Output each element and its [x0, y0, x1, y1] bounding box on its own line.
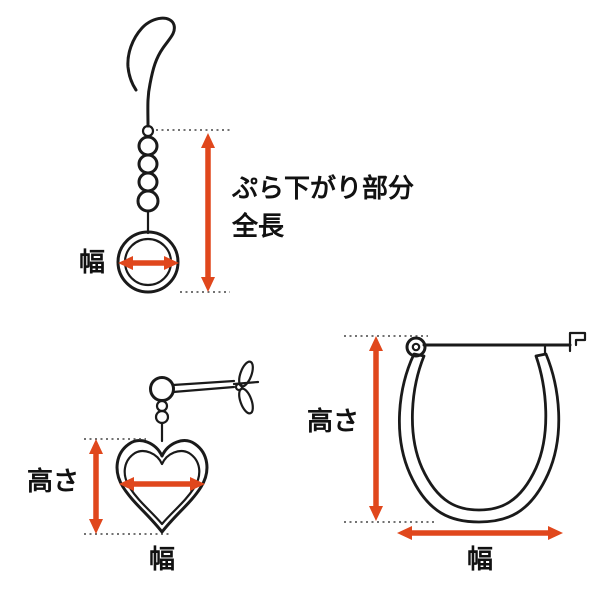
hoop-height-label: 高さ — [307, 406, 359, 437]
hoop-height-arrow — [369, 336, 383, 521]
heart-charm-outer — [115, 439, 209, 534]
arrowhead-up-icon — [369, 336, 383, 351]
dangle-length-label-line1: ぷら下がり部分 — [231, 173, 414, 204]
arrowhead-up-icon — [89, 439, 103, 454]
hoop-width-label: 幅 — [467, 545, 493, 575]
hoop-earring-figure: 高さ 幅 — [307, 331, 587, 575]
heart-height-label: 高さ — [27, 466, 79, 497]
bead-icon — [155, 399, 169, 413]
ring-width-arrow — [118, 256, 179, 270]
arrowhead-left-icon — [119, 477, 134, 491]
ear-post — [171, 379, 236, 387]
arrowhead-left-icon — [118, 256, 133, 270]
dangle-length-arrow — [201, 133, 215, 292]
hoop-body — [398, 352, 561, 524]
clutch-wing — [238, 387, 254, 415]
bead-icon — [137, 153, 159, 175]
hinge — [405, 336, 427, 358]
stud-ball — [149, 376, 175, 402]
bead-icon — [137, 135, 159, 157]
arrowhead-right-icon — [548, 526, 563, 540]
latch-clasp — [568, 331, 587, 353]
bead-icon — [136, 189, 160, 213]
arrowhead-down-icon — [89, 519, 103, 534]
heart-height-arrow — [89, 439, 103, 534]
arrowhead-up-icon — [201, 133, 215, 148]
hoop-width-arrow — [397, 526, 563, 540]
heart-width-label: 幅 — [149, 545, 175, 575]
bead-icon — [137, 171, 159, 193]
ring-charm-outer — [116, 230, 180, 294]
ring-width-label: 幅 — [79, 248, 105, 278]
arrowhead-right-icon — [164, 256, 179, 270]
arrowhead-left-icon — [397, 526, 412, 540]
ear-post — [171, 385, 236, 394]
butterfly-clutch — [234, 360, 254, 415]
arrowhead-right-icon — [190, 477, 205, 491]
hinge-hole — [411, 342, 421, 352]
arrowhead-down-icon — [201, 277, 215, 292]
bead-icon — [154, 409, 170, 425]
hook-earring-figure: 幅 ぷら下がり部分 全長 — [79, 16, 414, 294]
french-hook-wire — [126, 16, 176, 128]
heart-width-arrow — [119, 477, 205, 491]
heart-charm-inner — [123, 449, 201, 526]
arrowhead-down-icon — [369, 506, 383, 521]
clutch-center — [234, 382, 244, 392]
heart-stud-earring-figure: 高さ 幅 — [27, 360, 260, 575]
dangle-length-label-line2: 全長 — [231, 211, 285, 242]
